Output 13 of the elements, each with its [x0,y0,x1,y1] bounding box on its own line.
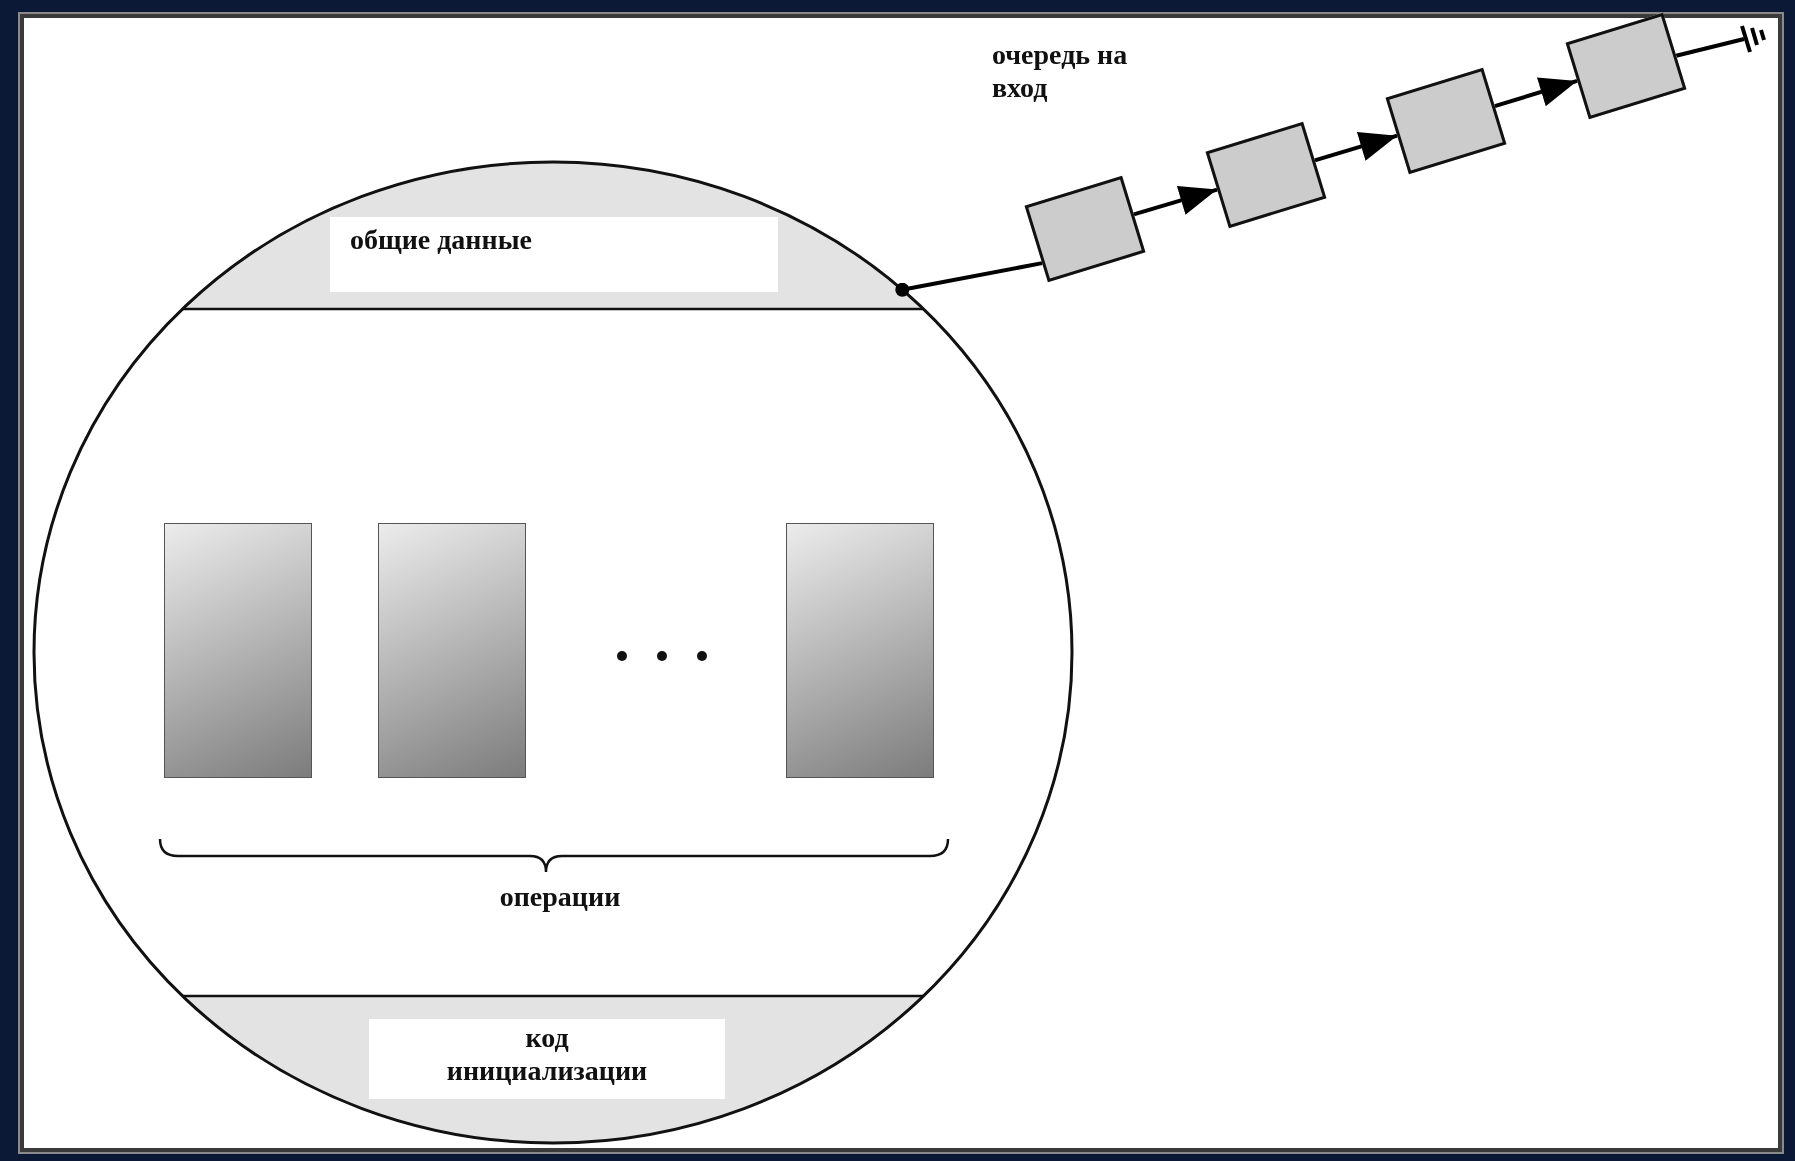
arrow [1314,132,1398,163]
arrow [1133,185,1218,217]
section-label: код инициализации [445,1021,649,1087]
monitor-ellipse [32,160,1074,1145]
arrow [1494,77,1578,108]
section-label: общие данные [350,223,532,256]
queue-label: очередь на вход [992,38,1129,104]
operation-box [164,523,312,778]
label-background [330,217,778,292]
operation-box [786,523,934,778]
label-background [369,1019,725,1099]
group-label: операции [498,880,622,913]
operation-box [378,523,526,778]
